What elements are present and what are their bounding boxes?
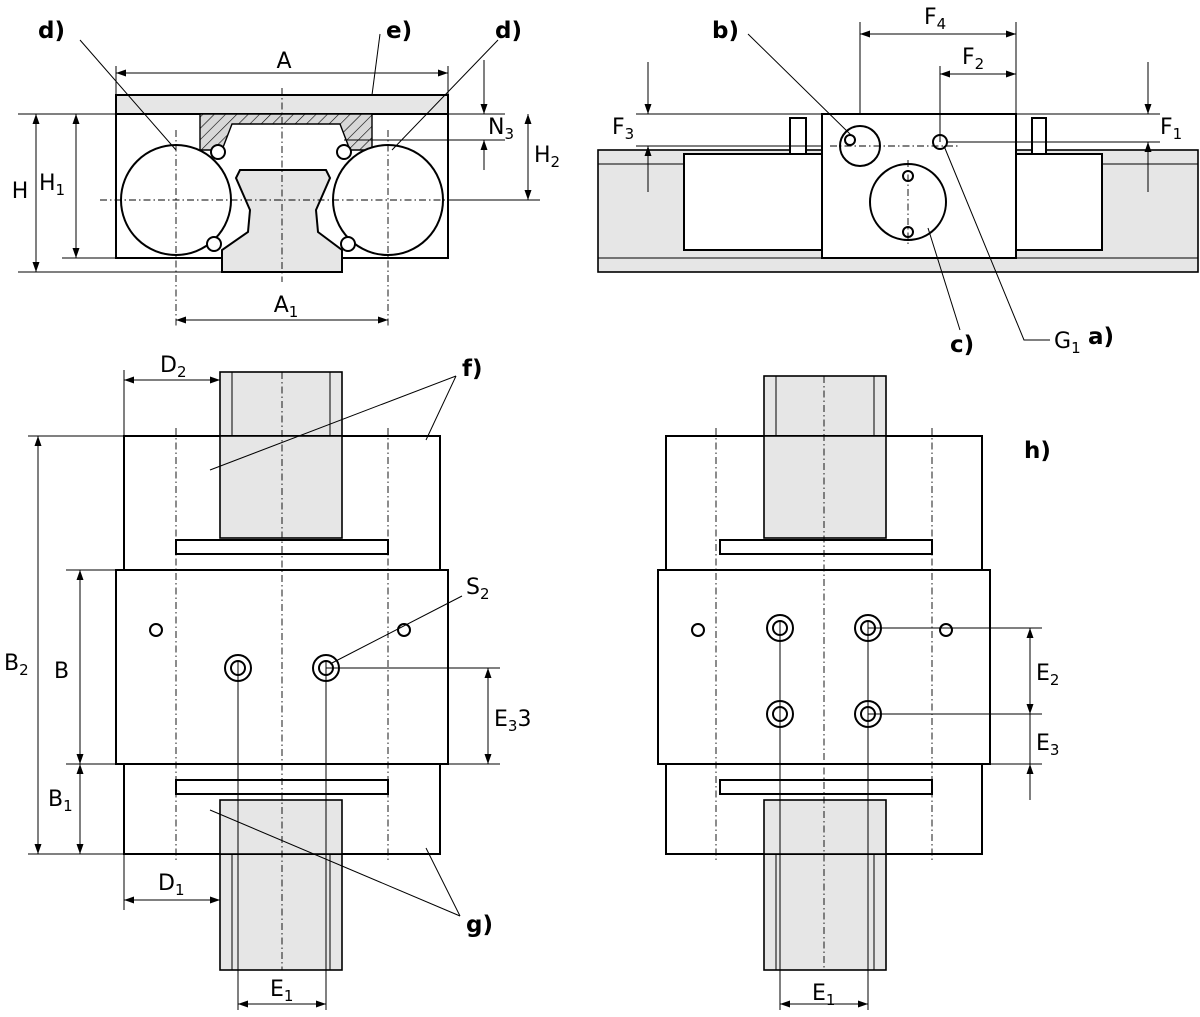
- cross-section-view: A A1 H H1 N3 H2 d) e) d): [12, 18, 560, 326]
- side-view: F4 F2 F3 F1 b) c) G1 a): [597, 5, 1199, 358]
- callout-h: h): [1024, 438, 1051, 464]
- end-block-left: [683, 153, 825, 251]
- hole-top-left: [210, 144, 226, 160]
- label-S2: S2: [466, 575, 490, 603]
- hole-top-right: [336, 144, 352, 160]
- top-view-right: E1 E2 E3 h): [657, 375, 1059, 1010]
- callout-a: a): [1088, 324, 1114, 350]
- seal-bottom-h: [719, 779, 933, 795]
- leader-f-2: [425, 375, 457, 441]
- top-view-left: B2 B B1 D2 D1 E1 E33 S2 f) g): [4, 353, 531, 1010]
- label-F2: F2: [962, 45, 984, 73]
- leader-e: [371, 33, 381, 96]
- label-B: B: [54, 659, 69, 684]
- end-block-right: [1013, 153, 1103, 251]
- label-F4: F4: [924, 5, 946, 33]
- callout-f: f): [462, 356, 483, 382]
- label-E3-left: E33: [494, 707, 531, 735]
- label-A: A: [276, 49, 291, 74]
- label-E2: E2: [1036, 661, 1059, 689]
- leader-d-left: [79, 39, 177, 151]
- hole-bottom-right: [340, 236, 356, 252]
- rail-visible-bottom: [219, 799, 343, 855]
- label-E1-right: E1: [812, 981, 835, 1009]
- label-B2: B2: [4, 651, 29, 679]
- label-E3-right: E3: [1036, 731, 1059, 759]
- rail-visible-top-h: [763, 435, 887, 539]
- seal-top-h: [719, 539, 933, 555]
- hole-small-right-h: [939, 623, 953, 637]
- rail-visible-top: [219, 435, 343, 539]
- label-F1: F1: [1160, 115, 1182, 143]
- hole-small-left: [149, 623, 163, 637]
- leader-f-1: [209, 375, 457, 471]
- leader-G1: [943, 145, 1050, 341]
- leader-g-2: [425, 847, 461, 917]
- label-A1: A1: [274, 293, 299, 321]
- leader-c: [927, 227, 961, 331]
- label-D2: D2: [160, 353, 187, 381]
- leader-b: [747, 33, 853, 137]
- leader-S2: [329, 595, 463, 665]
- label-H: H: [12, 179, 29, 204]
- leader-d-right: [391, 39, 499, 151]
- spindle-nut-section: [199, 113, 373, 151]
- label-G1: G1: [1054, 329, 1081, 357]
- seal-left: [789, 117, 807, 155]
- hole-small-left-h: [691, 623, 705, 637]
- label-E1-left: E1: [270, 977, 293, 1005]
- label-N3: N3: [488, 115, 514, 143]
- label-D1: D1: [158, 871, 185, 899]
- hole-bottom-left: [206, 236, 222, 252]
- label-B1: B1: [48, 787, 73, 815]
- callout-e: e): [386, 18, 412, 44]
- callout-d-left: d): [38, 18, 65, 44]
- rail-visible-bottom-h: [763, 799, 887, 855]
- seal-right: [1031, 117, 1047, 155]
- label-H1: H1: [39, 171, 65, 199]
- callout-d-right: d): [495, 18, 522, 44]
- leader-g-1: [209, 809, 461, 917]
- callout-c: c): [950, 332, 974, 358]
- callout-b: b): [712, 18, 739, 44]
- label-H2: H2: [534, 143, 560, 171]
- callout-g: g): [466, 912, 493, 938]
- lube-nipple-inner: [844, 134, 856, 146]
- label-F3: F3: [612, 115, 634, 143]
